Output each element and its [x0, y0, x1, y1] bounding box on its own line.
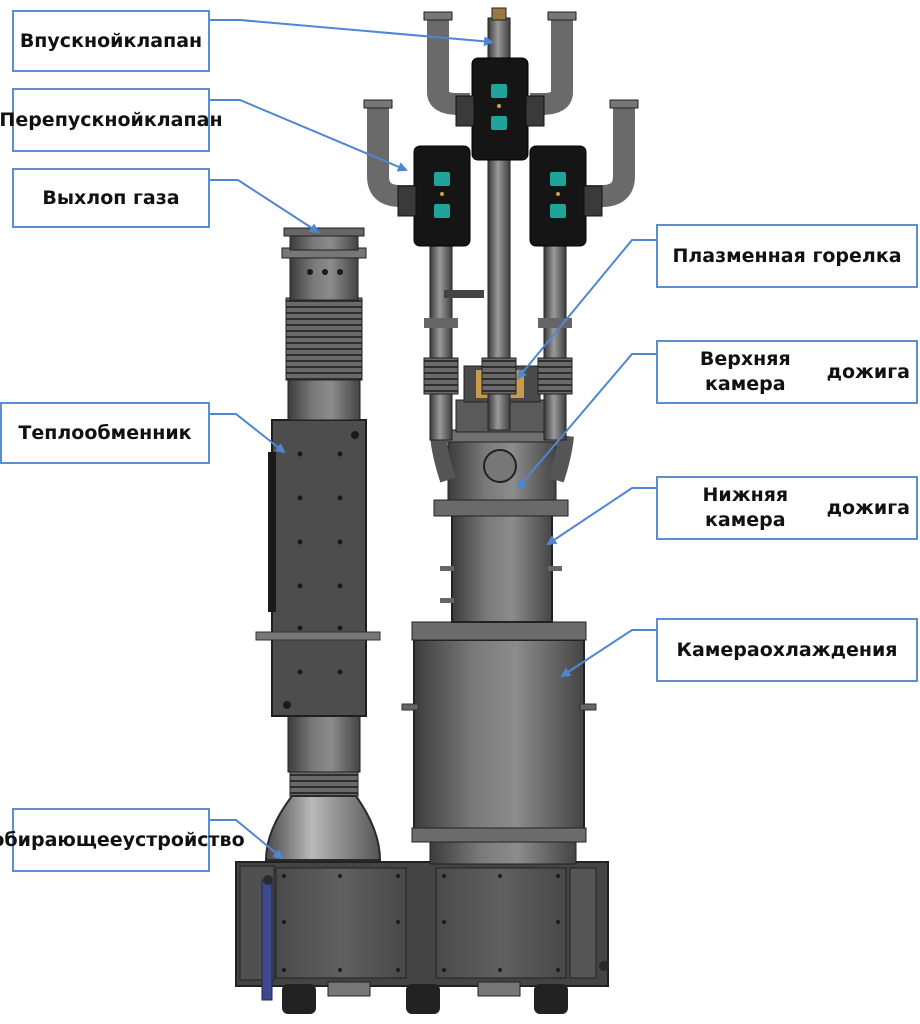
- label-bypass-valve: Перепускной клапан: [0, 88, 223, 152]
- label-plasma-torch: Плазменная горелка: [656, 224, 918, 288]
- label-cooling-chamber-line1: Камера: [676, 638, 760, 661]
- callout-arrows: [208, 19, 658, 860]
- heat-exchanger-body: [255, 227, 381, 773]
- lower-chamber-body: [433, 499, 569, 623]
- arrow-upper-chamber: [516, 353, 658, 490]
- label-lower-chamber: Нижняя камера дожига: [656, 476, 918, 540]
- arrow-cooling-chamber: [560, 629, 658, 678]
- base-frame: [235, 861, 609, 1014]
- cooling-chamber-body: [401, 621, 597, 865]
- label-gas-exhaust: Выхлоп газа: [12, 168, 210, 228]
- label-inlet-valve-line2: клапан: [123, 29, 203, 52]
- label-bypass-valve-line1: Перепускной: [0, 108, 144, 131]
- label-inlet-valve-line1: Впускной: [19, 29, 124, 52]
- label-heat-exchanger-line1: Теплообменник: [18, 421, 192, 444]
- label-collector: Собирающее устройство: [0, 808, 245, 872]
- arrow-plasma-torch: [516, 239, 658, 380]
- label-inlet-valve: Впускной клапан: [12, 10, 210, 72]
- label-upper-chamber: Верхняя камера дожига: [656, 340, 918, 404]
- label-cooling-chamber: Камера охлаждения: [656, 618, 918, 682]
- label-collector-line2: устройство: [122, 828, 245, 851]
- arrow-collector: [208, 819, 284, 860]
- label-upper-chamber-line2: дожига: [826, 360, 910, 383]
- valve-blocks: [397, 57, 603, 247]
- label-lower-chamber-line1: Нижняя камера: [702, 484, 789, 531]
- label-collector-line1: Собирающее: [0, 828, 123, 851]
- arrow-heat-exchanger: [208, 413, 286, 454]
- label-bypass-valve-line2: клапан: [143, 108, 223, 131]
- torch-pipes: [423, 149, 573, 441]
- label-plasma-torch-line1: Плазменная горелка: [672, 244, 902, 267]
- arrow-gas-exhaust: [208, 179, 320, 234]
- collector-funnel: [264, 769, 382, 861]
- label-gas-exhaust-line1: Выхлоп газа: [42, 186, 180, 209]
- label-cooling-chamber-line2: охлаждения: [759, 638, 898, 661]
- arrow-inlet-valve: [208, 19, 494, 47]
- arrow-bypass-valve: [208, 99, 408, 172]
- label-upper-chamber-line1: Верхняя камера: [699, 348, 791, 395]
- label-heat-exchanger: Теплообменник: [0, 402, 210, 464]
- arrow-lower-chamber: [546, 487, 658, 546]
- label-lower-chamber-line2: дожига: [826, 496, 910, 519]
